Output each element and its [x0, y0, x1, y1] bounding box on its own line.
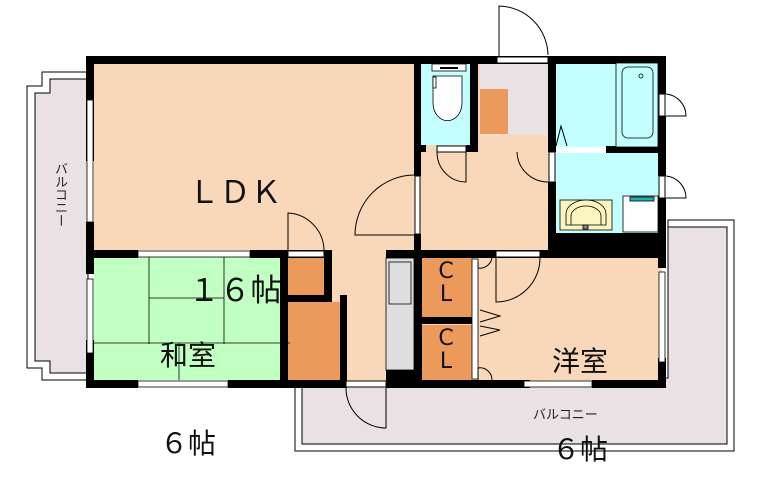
closet-top-label: C L: [438, 259, 454, 308]
youshitsu-room: 洋室 ６帖: [538, 288, 622, 494]
bottom-balcony: [294, 219, 735, 452]
closet-small: [288, 257, 324, 295]
ldk-name: ＬＤＫ: [188, 175, 282, 212]
floorplan-drawing: [26, 5, 735, 452]
youshitsu-name: 洋室: [551, 344, 608, 378]
door-swings: [287, 5, 687, 429]
kitchen-counter: [385, 257, 415, 371]
left-balcony: [26, 71, 89, 381]
youshitsu-size: ６帖: [551, 432, 608, 466]
youshitsu-floor: [480, 258, 662, 380]
ldk-size: １６帖: [188, 272, 282, 309]
washitsu-name: 和室: [159, 338, 216, 372]
washbasin-icon: [559, 199, 613, 231]
washitsu-room: 和室 ６帖: [146, 282, 230, 488]
washitsu-size: ６帖: [159, 426, 216, 460]
left-balcony-label: バルコニー: [52, 162, 67, 227]
washitsu-floor: [94, 255, 280, 380]
toilet-icon: [431, 63, 467, 122]
ldk-room: ＬＤＫ １６帖: [175, 112, 295, 340]
bottom-balcony-label: バルコニー: [533, 408, 598, 423]
bathtub-icon: [615, 62, 659, 148]
windows: [86, 99, 666, 388]
closet-top: [420, 258, 472, 318]
closet-bottom: [420, 325, 472, 380]
tatami-lines: [94, 257, 290, 380]
walls: [86, 56, 666, 388]
closet-bottom-label: C L: [438, 326, 454, 375]
oshiire: [288, 302, 340, 380]
washing-machine-icon: [622, 195, 659, 233]
shoe-storage: [480, 89, 508, 134]
